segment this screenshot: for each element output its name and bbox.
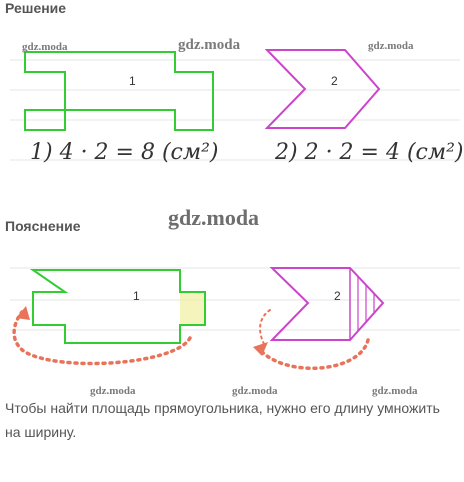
explanation-figure-1-label: 1 <box>133 289 140 303</box>
watermark-big: gdz.moda <box>168 205 260 230</box>
watermark: gdz.moda <box>372 385 418 397</box>
watermark: gdz.moda <box>22 41 68 53</box>
explanation-arrowhead-2 <box>253 342 268 356</box>
watermark: gdz.moda <box>368 40 414 52</box>
formula-2: 2) 2 · 2 = 4 (см²) <box>275 140 464 165</box>
explanation-figure-1 <box>29 269 206 344</box>
solution-figure-1-label: 1 <box>129 74 136 88</box>
explanation-text: Чтобы найти площадь прямоугольника, нужн… <box>5 400 440 440</box>
grid-bottom <box>10 267 460 331</box>
explanation-figure-2-label: 2 <box>334 289 341 303</box>
solution-figure-2 <box>264 49 381 129</box>
explanation-arrowhead-1 <box>16 306 30 320</box>
watermark: gdz.moda <box>90 385 136 397</box>
solution-figure-1 <box>24 51 214 131</box>
watermark: gdz.moda <box>178 37 241 53</box>
explanation-arrow-1 <box>12 310 192 366</box>
solution-heading: Решение <box>5 0 67 16</box>
explanation-arrow-2a <box>259 309 271 345</box>
explanation-highlight-part <box>180 292 205 325</box>
formula-1: 1) 4 · 2 = 8 (см²) <box>30 140 219 165</box>
grid-top <box>10 59 460 161</box>
explanation-arrow-2 <box>260 338 370 371</box>
watermark: gdz.moda <box>232 385 278 397</box>
explanation-heading: Пояснение <box>5 218 81 234</box>
solution-figure-2-label: 2 <box>331 74 338 88</box>
